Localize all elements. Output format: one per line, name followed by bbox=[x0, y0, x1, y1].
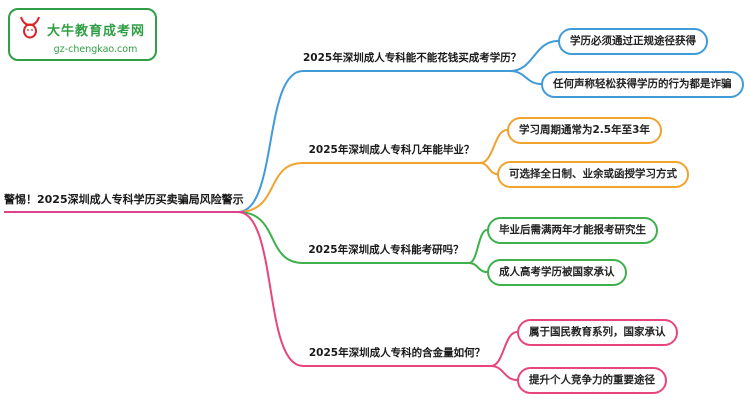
connector-branch2-leaf2 bbox=[479, 162, 498, 175]
connector-root-branch2 bbox=[237, 162, 304, 213]
connector-branch3-leaf1 bbox=[468, 229, 488, 264]
connector-branch4-leaf1 bbox=[490, 331, 518, 367]
leaf-node-two-years-rule[interactable]: 毕业后需满两年才能报考研究生 bbox=[487, 217, 658, 244]
leaf-node-study-modes[interactable]: 可选择全日制、业余或函授学习方式 bbox=[497, 161, 689, 188]
leaf-node-competitiveness[interactable]: 提升个人竞争力的重要途径 bbox=[517, 367, 667, 394]
leaf-node-scam-warning[interactable]: 任何声称轻松获得学历的行为都是诈骗 bbox=[541, 71, 744, 98]
connector-root-branch1 bbox=[237, 70, 304, 213]
leaf-node-national-education[interactable]: 属于国民教育系列，国家承认 bbox=[517, 319, 678, 346]
leaf-node-state-recognized[interactable]: 成人高考学历被国家承认 bbox=[487, 259, 627, 286]
site-logo: 大牛教育成考网 gz-chengkao.com bbox=[8, 8, 158, 61]
leaf-node-legit-channels[interactable]: 学历必须通过正规途径获得 bbox=[558, 28, 708, 55]
branch-node-graduation-years[interactable]: 2025年深圳成人专科几年能毕业？ bbox=[303, 143, 480, 164]
connector-root-branch3 bbox=[237, 211, 304, 264]
leaf-node-study-period[interactable]: 学习周期通常为2.5年至3年 bbox=[507, 117, 662, 144]
branch-node-buy-diploma[interactable]: 2025年深圳成人专科能不能花钱买成考学历？ bbox=[303, 51, 521, 72]
branch-node-value[interactable]: 2025年深圳成人专科的含金量如何？ bbox=[303, 346, 491, 367]
connector-branch1-leaf2 bbox=[509, 70, 542, 85]
branch-node-postgraduate[interactable]: 2025年深圳成人专科能考研吗？ bbox=[303, 243, 469, 264]
logo-subtitle: gz-chengkao.com bbox=[53, 44, 138, 55]
connector-branch1-leaf1 bbox=[509, 40, 559, 72]
logo-title: 大牛教育成考网 bbox=[47, 23, 146, 39]
connector-branch3-leaf2 bbox=[468, 262, 488, 273]
connector-branch4-leaf2 bbox=[490, 365, 518, 381]
connector-root-branch4 bbox=[237, 211, 304, 367]
connector-branch2-leaf1 bbox=[479, 129, 508, 164]
bull-icon bbox=[18, 15, 42, 43]
root-node[interactable]: 警惕！2025深圳成人专科学历买卖骗局风险警示 bbox=[4, 192, 244, 213]
